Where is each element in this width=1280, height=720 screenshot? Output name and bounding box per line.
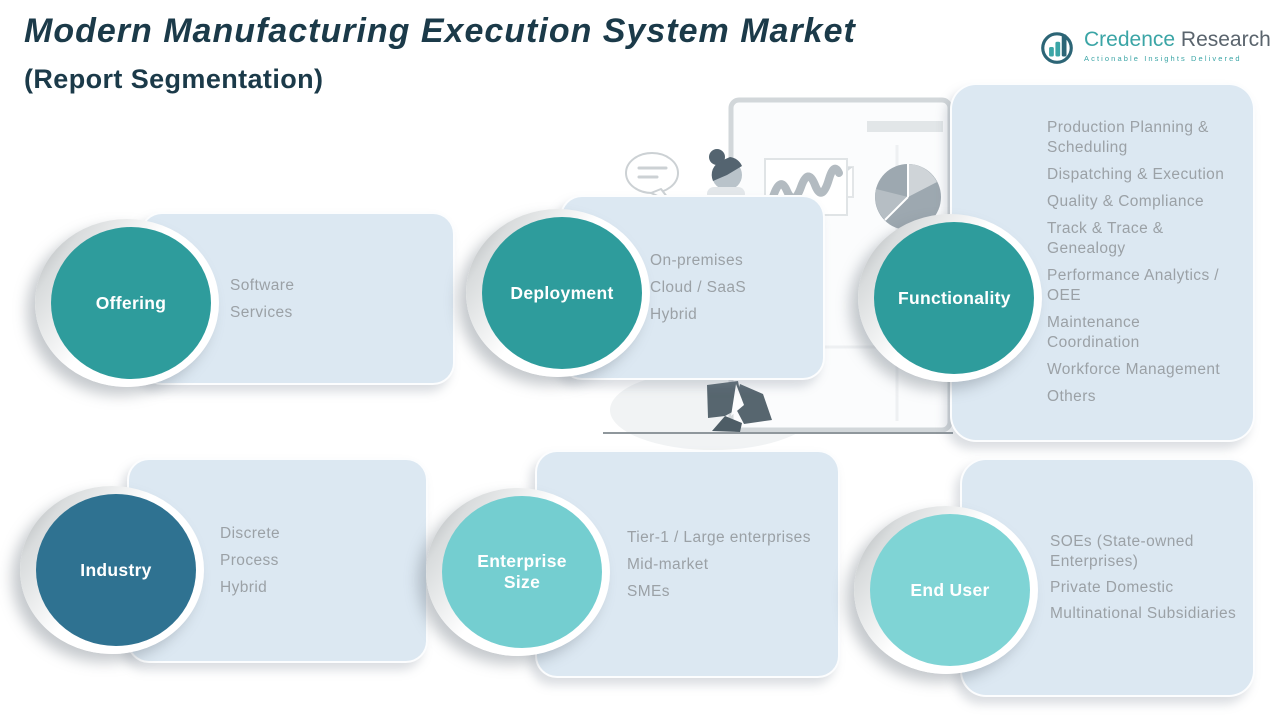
deployment-item: Cloud / SaaS [650,279,747,296]
deployment-circle-label: Deployment [510,282,614,303]
end-user-item: Private Domestic [1050,578,1174,596]
enterprise-size-item: Mid-market [627,555,709,573]
enterprise-size-item: SMEs [627,582,670,600]
deployment-circle: Deployment [482,217,642,369]
logo-name: Credence Research [1084,28,1271,52]
functionality-item: Performance Analytics / OEE [1047,267,1220,304]
functionality-item: Quality & Compliance [1047,193,1205,210]
enterprise-size-circle: Enterprise Size [442,496,602,648]
offering-items: Software Services [230,272,453,326]
bar-chart-circle-icon [1041,32,1073,64]
deployment-item: On-premises [650,252,744,269]
end-user-circle: End User [870,514,1030,666]
industry-item: Hybrid [220,579,268,596]
end-user-circle-label: End User [910,579,990,600]
logo-text: Credence Research Actionable Insights De… [1084,28,1271,63]
deployment-items: On-premises Cloud / SaaS Hybrid [650,247,823,328]
whiteboard-strip [867,121,943,132]
end-user-item: SOEs (State-owned Enterprises) [1050,532,1194,570]
functionality-items: Production Planning & Scheduling Dispatc… [1047,118,1253,407]
industry-circle: Industry [36,494,196,646]
presenter-hair [711,157,742,181]
deployment-item: Hybrid [650,306,698,323]
offering-item: Services [230,303,293,321]
page-title: Modern Manufacturing Execution System Ma… [24,12,856,50]
functionality-item: Maintenance Coordination [1047,314,1141,351]
industry-item: Discrete [220,525,281,542]
end-user-items: SOEs (State-owned Enterprises) Private D… [1050,532,1253,624]
industry-circle-label: Industry [80,559,152,580]
functionality-item: Dispatching & Execution [1047,166,1225,183]
page-subtitle: (Report Segmentation) [24,64,324,94]
logo-brand-primary: Credence [1084,28,1176,51]
end-user-item: Multinational Subsidiaries [1050,604,1237,622]
offering-circle: Offering [51,227,211,379]
functionality-item: Others [1047,388,1096,405]
offering-circle-label: Offering [95,292,167,313]
presenter [707,149,772,432]
logo-brand-secondary: Research [1180,28,1271,51]
industry-item: Process [220,552,279,569]
offering-item: Software [230,276,295,294]
functionality-item: Production Planning & Scheduling [1047,119,1209,156]
credence-research-logo: Credence Research Actionable Insights De… [1038,28,1271,66]
functionality-item: Workforce Management [1047,361,1221,378]
industry-items: Discrete Process Hybrid [220,520,426,601]
enterprise-size-circle-label: Enterprise Size [477,551,567,592]
pie-chart [875,164,941,230]
logo-tagline: Actionable Insights Delivered [1084,54,1242,63]
presenter-shoe [712,416,742,432]
enterprise-size-item: Tier-1 / Large enterprises [627,528,811,546]
functionality-circle: Functionality [874,222,1034,374]
presenter-leg-right [734,384,772,424]
functionality-item: Track & Trace & Genealogy [1047,220,1164,257]
functionality-circle-label: Functionality [898,287,1011,308]
speech-bubble [625,152,679,203]
enterprise-size-items: Tier-1 / Large enterprises Mid-market SM… [627,524,838,605]
